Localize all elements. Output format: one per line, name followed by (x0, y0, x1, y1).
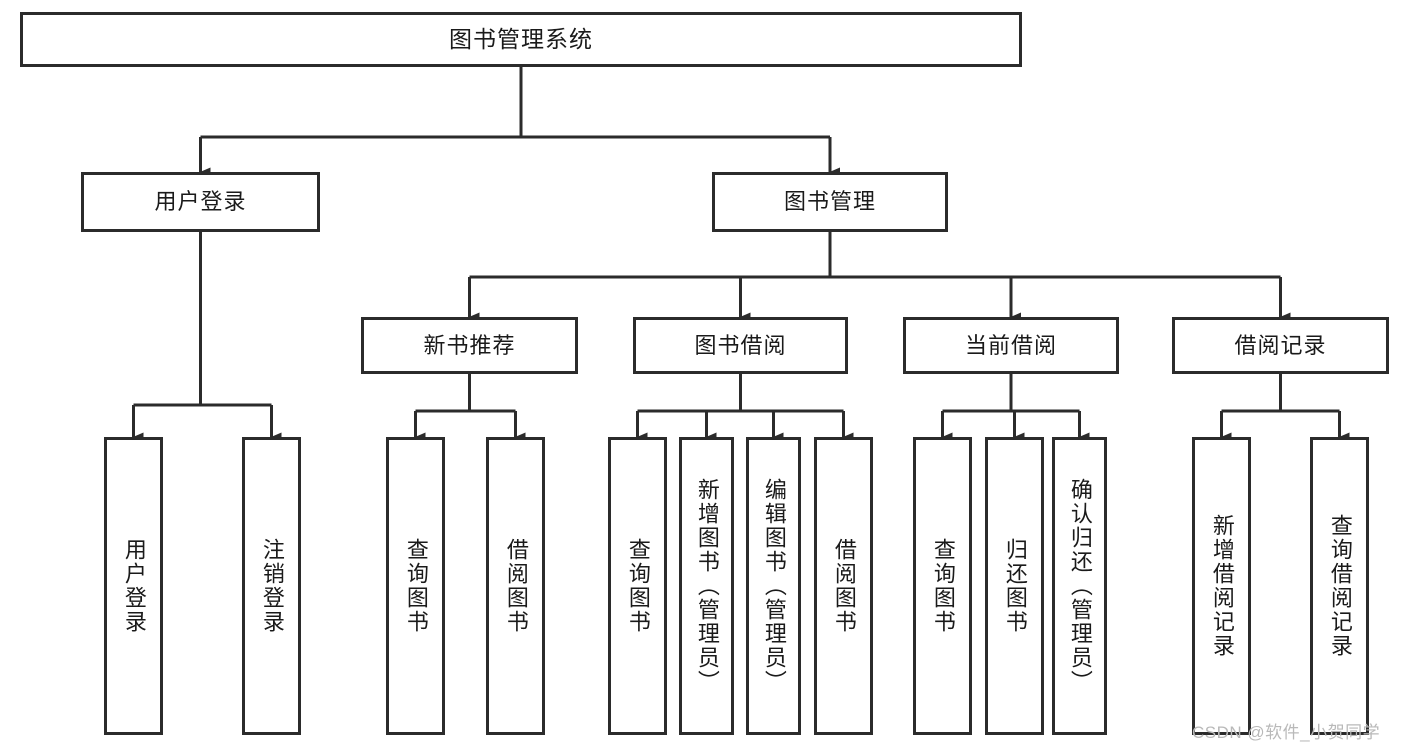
node-label-leaf-query-1: 查询图书 (403, 538, 429, 634)
node-label-leaf-query-rec: 查询借阅记录 (1327, 514, 1353, 658)
node-leaf-logout[interactable]: 注销登录 (242, 437, 301, 735)
node-leaf-query-3[interactable]: 查询图书 (913, 437, 972, 735)
node-label-leaf-edit-book: 编辑图书（管理员） (761, 478, 787, 694)
node-label-borrow-record: 借阅记录 (1234, 332, 1327, 358)
node-leaf-query-1[interactable]: 查询图书 (386, 437, 445, 735)
node-label-current-borrow: 当前借阅 (964, 332, 1057, 358)
node-leaf-query-rec[interactable]: 查询借阅记录 (1310, 437, 1369, 735)
node-label-leaf-confirm: 确认归还（管理员） (1067, 478, 1093, 694)
node-leaf-add-book[interactable]: 新增图书（管理员） (679, 437, 734, 735)
node-root[interactable]: 图书管理系统 (20, 12, 1022, 67)
node-label-leaf-add-book: 新增图书（管理员） (694, 478, 720, 694)
node-book-manage[interactable]: 图书管理 (712, 172, 948, 232)
node-label-book-manage: 图书管理 (783, 189, 876, 214)
node-new-book-rec[interactable]: 新书推荐 (361, 317, 578, 374)
node-book-borrow[interactable]: 图书借阅 (633, 317, 848, 374)
node-leaf-return[interactable]: 归还图书 (985, 437, 1044, 735)
node-current-borrow[interactable]: 当前借阅 (903, 317, 1119, 374)
node-leaf-query-2[interactable]: 查询图书 (608, 437, 667, 735)
node-user-login[interactable]: 用户登录 (81, 172, 320, 232)
node-leaf-borrow-2[interactable]: 借阅图书 (814, 437, 873, 735)
node-label-leaf-borrow-2: 借阅图书 (831, 538, 857, 634)
node-label-leaf-add-rec: 新增借阅记录 (1209, 514, 1235, 658)
node-label-root: 图书管理系统 (449, 26, 593, 52)
node-label-new-book-rec: 新书推荐 (423, 332, 516, 358)
node-label-leaf-logout: 注销登录 (259, 538, 285, 634)
node-label-user-login: 用户登录 (154, 189, 247, 214)
node-label-leaf-borrow-1: 借阅图书 (503, 538, 529, 634)
node-label-leaf-user-login: 用户登录 (121, 538, 147, 634)
node-label-leaf-query-2: 查询图书 (625, 538, 651, 634)
node-leaf-borrow-1[interactable]: 借阅图书 (486, 437, 545, 735)
node-leaf-confirm[interactable]: 确认归还（管理员） (1052, 437, 1107, 735)
node-leaf-add-rec[interactable]: 新增借阅记录 (1192, 437, 1251, 735)
csdn-watermark: CSDN @软件_小贺同学 (1192, 723, 1381, 742)
node-label-book-borrow: 图书借阅 (694, 332, 787, 358)
node-leaf-edit-book[interactable]: 编辑图书（管理员） (746, 437, 801, 735)
node-borrow-record[interactable]: 借阅记录 (1172, 317, 1389, 374)
node-label-leaf-return: 归还图书 (1002, 538, 1028, 634)
node-leaf-user-login[interactable]: 用户登录 (104, 437, 163, 735)
node-label-leaf-query-3: 查询图书 (930, 538, 956, 634)
tree-connectors (132, 67, 1350, 442)
